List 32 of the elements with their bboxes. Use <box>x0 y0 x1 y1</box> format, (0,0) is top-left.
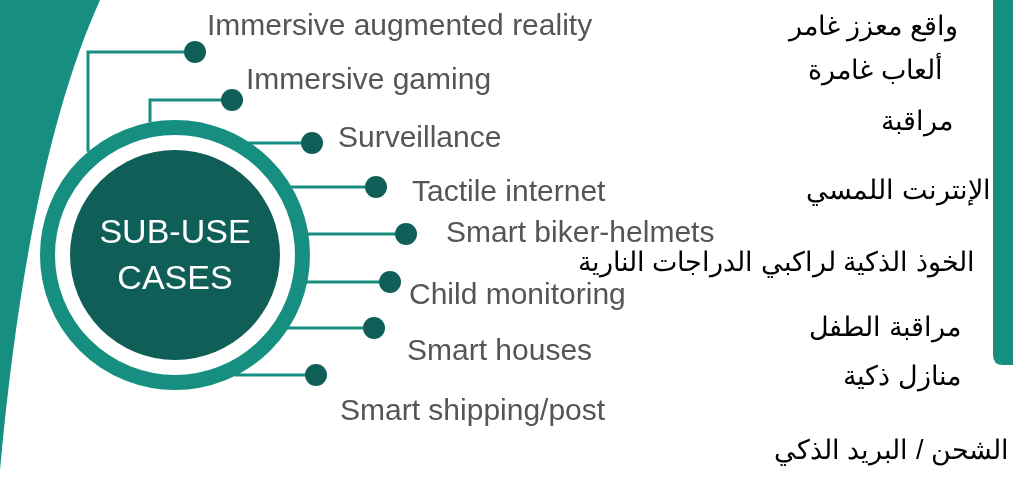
use-case-label: Child monitoring <box>409 279 626 309</box>
arabic-label: مراقبة الطفل <box>809 313 961 343</box>
bullet-dot <box>184 41 206 63</box>
arabic-label: مراقبة <box>881 107 953 137</box>
connector-line <box>305 280 379 284</box>
use-case-label: Smart biker-helmets <box>446 217 715 247</box>
center-title: SUB-USE CASES <box>98 211 252 298</box>
connector-line <box>248 141 301 145</box>
use-case-label: Surveillance <box>338 122 502 152</box>
connector-line <box>306 232 395 236</box>
use-case-label: Tactile internet <box>412 176 606 206</box>
bullet-dot <box>365 176 387 198</box>
bullet-dot <box>363 317 385 339</box>
bullet-dot <box>301 132 323 154</box>
arabic-label: واقع معزز غامر <box>789 12 958 42</box>
arabic-label: منازل ذكية <box>843 362 961 392</box>
arabic-label: الإنترنت اللمسي <box>806 176 991 206</box>
connector-line <box>286 326 363 330</box>
use-case-label: Immersive augmented reality <box>207 10 593 40</box>
bullet-dot <box>395 223 417 245</box>
bullet-dot <box>379 271 401 293</box>
connector-line <box>86 50 184 152</box>
arabic-label: الشحن / البريد الذكي <box>774 436 1009 466</box>
connector-line <box>148 98 221 123</box>
use-case-label: Smart houses <box>407 335 593 365</box>
arabic-label: الخوذ الذكية لراكبي الدراجات النارية <box>578 248 975 278</box>
bullet-dot <box>305 364 327 386</box>
connector-line <box>289 185 365 189</box>
bullet-dot <box>221 89 243 111</box>
use-case-label: Smart shipping/post <box>340 395 606 425</box>
connector-line <box>234 373 305 377</box>
use-case-label: Immersive gaming <box>246 64 492 94</box>
